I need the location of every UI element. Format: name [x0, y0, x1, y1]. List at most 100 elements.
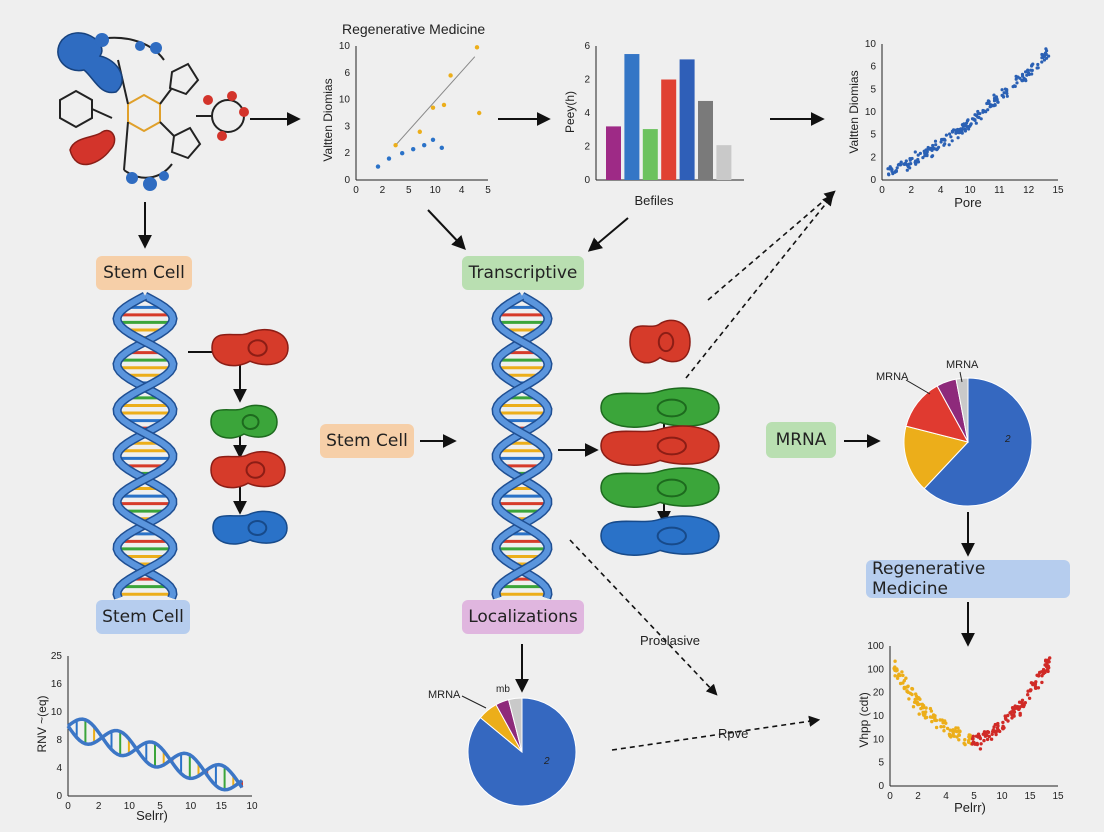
scatter-point — [1044, 658, 1048, 662]
scatter-point — [931, 143, 935, 148]
protein-core — [241, 414, 260, 430]
scatter-point — [956, 726, 960, 730]
pie-leader-line — [959, 371, 963, 383]
chart2-ylabel: Peey(h) — [563, 91, 577, 133]
scatter-point — [942, 725, 946, 729]
scatter-point — [914, 162, 918, 166]
x-tick-label: 4 — [943, 791, 949, 802]
protein-shape — [210, 404, 278, 439]
scatter-point — [1010, 706, 1015, 710]
scatter-point — [957, 729, 962, 733]
scatter-point — [942, 729, 946, 733]
scatter-point — [1011, 85, 1015, 89]
scatter-point — [971, 734, 975, 738]
scatter-point — [908, 158, 912, 162]
y-tick-label: 0 — [584, 175, 590, 186]
x-tick-label: 15 — [216, 801, 228, 812]
scatter-point — [990, 732, 994, 736]
scatter-point — [976, 732, 981, 736]
dna-helix-center-icon — [491, 292, 553, 600]
scatter-point — [1041, 667, 1046, 672]
scatter-point — [439, 145, 444, 151]
scatter-point — [893, 674, 897, 678]
bar — [661, 79, 677, 180]
scatter-point — [1029, 68, 1033, 72]
stem-cell-bottom-box: Stem Cell — [96, 600, 190, 634]
pie-slice — [955, 377, 969, 443]
scatter-point — [950, 130, 955, 134]
scatter-point — [1005, 88, 1009, 92]
x-tick-label: 15 — [1052, 185, 1064, 196]
scatter-point — [893, 665, 897, 669]
scatter-point — [1040, 60, 1044, 64]
bar — [624, 54, 640, 180]
scatter-point — [951, 731, 955, 736]
y-tick-label: 100 — [867, 641, 884, 652]
scatter-point — [939, 725, 943, 729]
scatter-point — [898, 681, 903, 686]
scatter-point — [970, 117, 975, 121]
scatter-point — [1027, 696, 1032, 700]
scatter-point — [474, 45, 480, 50]
scatter-point — [1001, 94, 1005, 98]
helix-strand — [492, 293, 552, 599]
x-tick-label: 0 — [65, 801, 71, 812]
scatter-point — [945, 726, 950, 731]
protein-shape — [211, 328, 289, 367]
scatter-point — [897, 162, 902, 166]
helix-strand — [113, 293, 177, 599]
bar — [606, 126, 621, 180]
scatter-point — [922, 149, 926, 153]
scatter-point — [1018, 711, 1022, 716]
scatter-point — [1035, 66, 1039, 70]
scatter-point — [981, 732, 985, 736]
scatter-point — [912, 700, 917, 704]
scatter-point — [1036, 686, 1041, 690]
scatter-point — [996, 724, 1000, 728]
scatter-point — [893, 170, 897, 174]
y-tick-label: 6 — [584, 41, 590, 52]
x-tick-label: 12 — [1023, 185, 1035, 196]
protein-shape — [600, 515, 720, 556]
scatter-point — [1005, 91, 1009, 96]
scatter-point — [987, 734, 991, 739]
pie-leader-line — [905, 379, 931, 395]
scatter-point — [1040, 680, 1044, 685]
scatter-point — [947, 143, 951, 147]
scatter-point — [930, 148, 934, 152]
scatter-point — [1046, 658, 1050, 662]
scatter-point — [990, 103, 994, 107]
scatter-point — [400, 151, 405, 156]
y-tick-label: 0 — [870, 175, 876, 186]
scatter-point — [996, 728, 1001, 732]
helix-strand — [492, 293, 552, 599]
scatter-point — [913, 150, 917, 154]
rpve-label: Rpve — [718, 726, 748, 741]
scatter-point — [1009, 710, 1014, 714]
x-tick-label: 10 — [124, 801, 136, 812]
scatter-point — [1020, 698, 1025, 702]
helix-strand — [66, 724, 244, 792]
x-tick-label: 2 — [96, 801, 102, 812]
chart4-xlabel: Selrr) — [136, 808, 168, 823]
scatter-point — [973, 118, 977, 122]
protein-core — [656, 478, 687, 498]
scatter-point — [994, 95, 999, 99]
scatter-point — [950, 139, 954, 143]
protein-shape — [600, 387, 720, 428]
scatter-point — [915, 696, 920, 701]
scatter-point — [916, 160, 921, 164]
scatter-point — [1030, 64, 1034, 68]
scatter-point — [1012, 714, 1016, 718]
scatter-point — [898, 673, 902, 678]
dashed-arrow-0 — [707, 190, 836, 301]
y-tick-label: 4 — [56, 763, 62, 774]
scatter-point — [441, 102, 447, 108]
scatter-point — [902, 685, 906, 690]
scatter-point — [1043, 51, 1048, 55]
scatter-point — [909, 162, 913, 166]
scatter-point — [955, 735, 959, 739]
